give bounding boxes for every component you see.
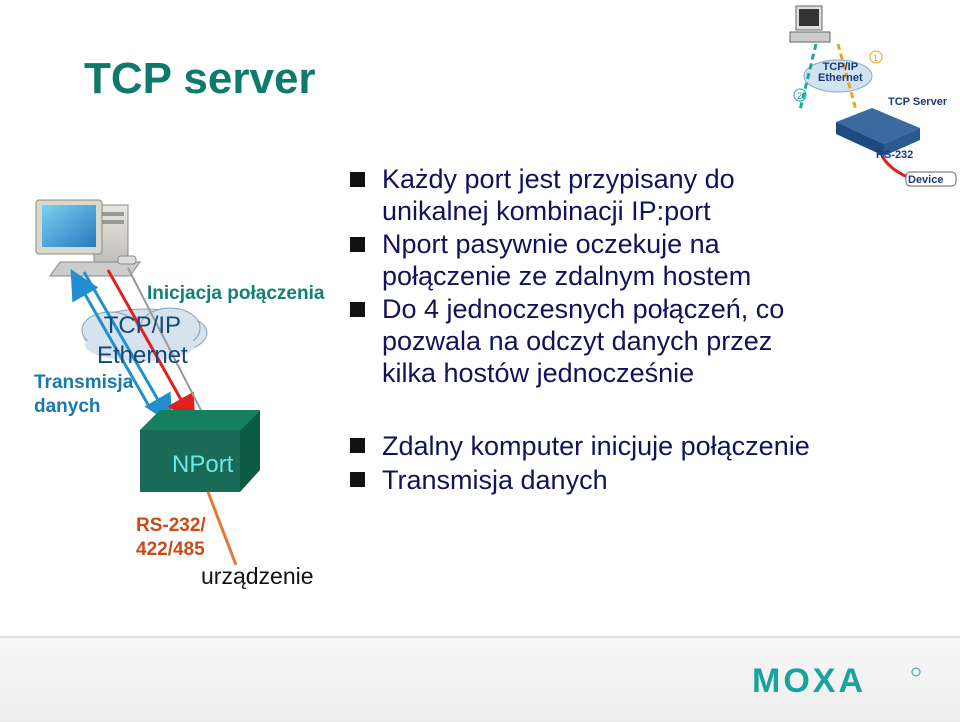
bullet-square-icon: [350, 438, 365, 453]
bullet-square-icon: [350, 237, 365, 252]
connection-diagram: [35, 199, 260, 566]
bullet-square-icon: [350, 302, 365, 317]
step-marker-2: [793, 88, 807, 102]
footer-band: [0, 636, 960, 722]
mini-computer-icon: [789, 5, 831, 43]
mini-serial-label: RS-232: [876, 149, 914, 161]
mini-diagram: 1 2: [789, 5, 957, 187]
svg-text:2: 2: [797, 91, 802, 101]
mini-server-label: TCP Server: [888, 96, 948, 108]
init-connection-label: Inicjacja połączenia: [147, 283, 325, 304]
bullet-item: Transmisja danych: [350, 463, 910, 497]
svg-text:1: 1: [873, 53, 878, 63]
nport-device-icon: [140, 410, 260, 492]
serial-label: RS-232/422/485: [136, 515, 206, 560]
svg-text:MOXA: MOXA: [752, 664, 866, 696]
bullet-item: Zdalny komputer inicjuje połączenie: [350, 429, 910, 463]
init-arrow: [106, 269, 196, 426]
bullet-list-bottom: Zdalny komputer inicjuje połączenie Tran…: [350, 429, 910, 497]
mini-nport-icon: [836, 108, 920, 156]
computer-icon: [35, 199, 141, 277]
transfer-arrow-up: [70, 268, 152, 409]
nport-label: NPort: [172, 451, 234, 478]
moxa-logo: MOXA: [752, 664, 921, 696]
serial-line: [206, 491, 238, 566]
device-label: urządzenie: [201, 563, 314, 589]
bullet-square-icon: [350, 472, 365, 487]
mini-device-label: Device: [908, 174, 944, 186]
bullet-square-icon: [350, 172, 365, 187]
page-title: TCP server: [84, 54, 316, 103]
step-marker-1: [869, 50, 883, 64]
